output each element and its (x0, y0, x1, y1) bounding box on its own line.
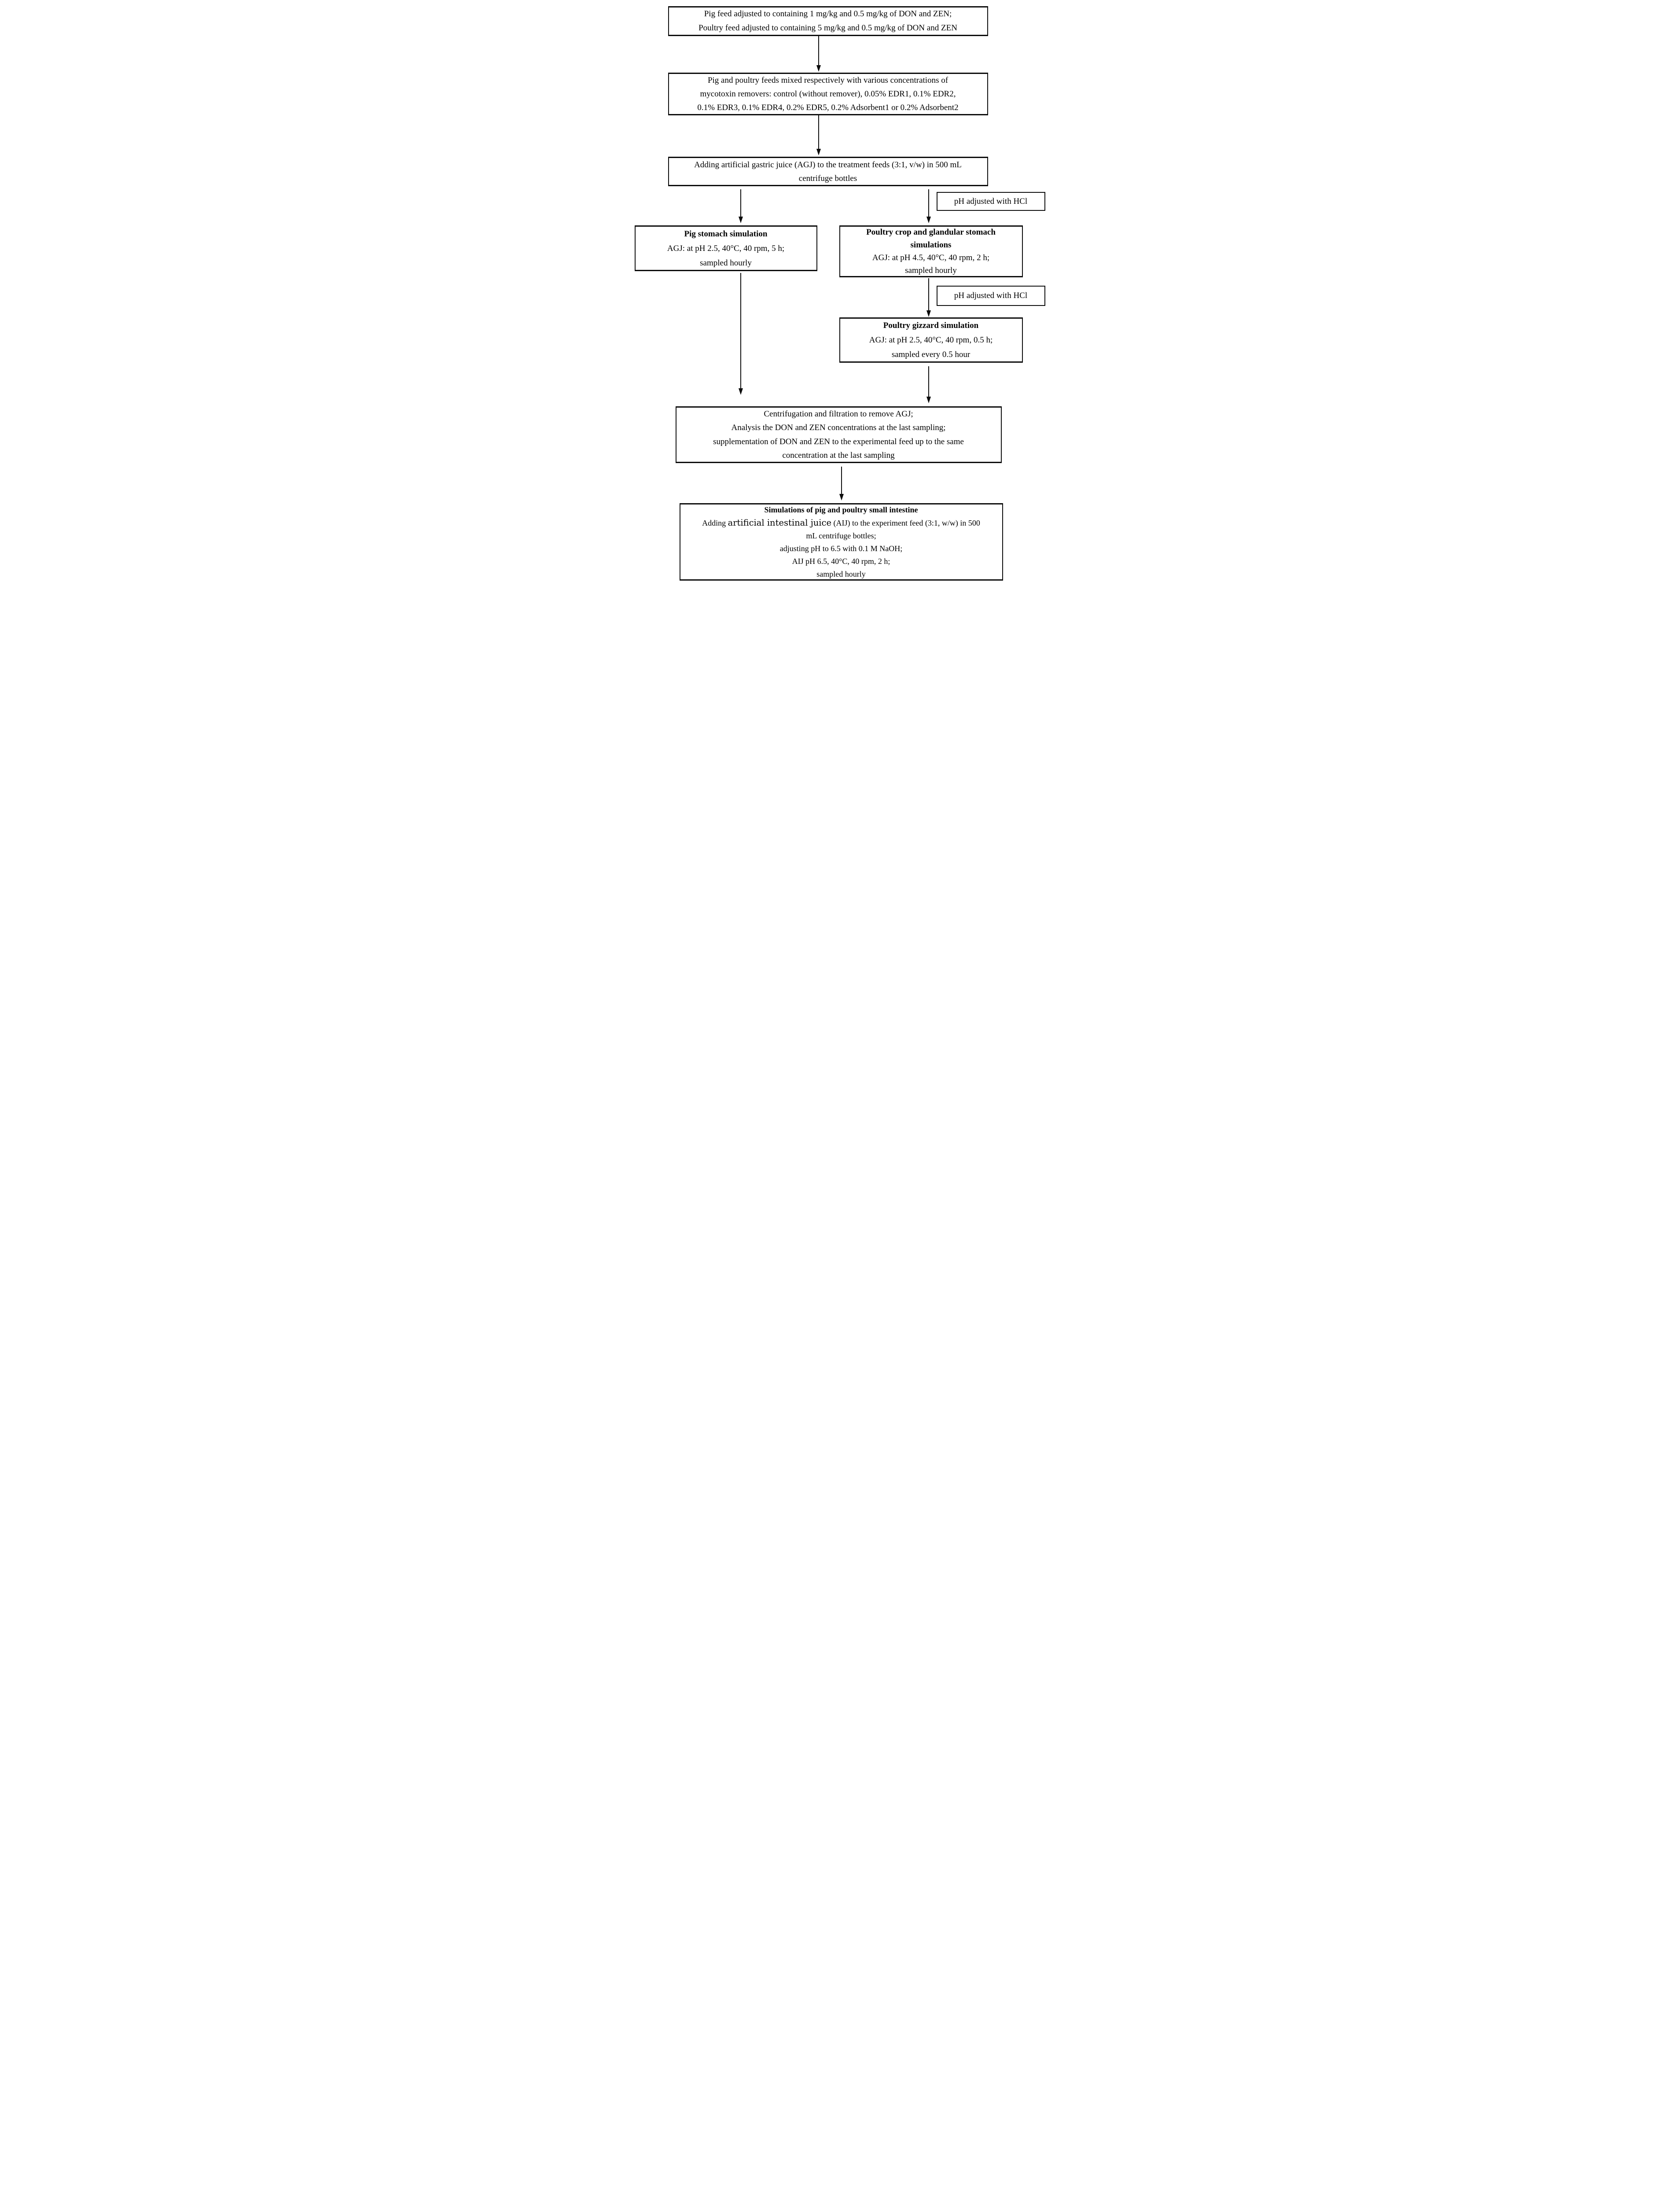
box-feed-adjustment: Pig feed adjusted to containing 1 mg/kg … (668, 6, 988, 36)
small-intestine-title: Simulations of pig and poultry small int… (764, 505, 918, 514)
box-poultry-crop-simulation: Poultry crop and glandular stomach simul… (839, 225, 1023, 277)
small-intestine-line-4: adjusting pH to 6.5 with 0.1 M NaOH; (779, 544, 903, 553)
centrifugation-line-4: concentration at the last sampling (782, 451, 895, 460)
small-intestine-line-2-prefix: Adding (702, 518, 728, 527)
arrow-agj-to-pig-stomach (740, 189, 741, 217)
arrow-gizzard-to-centrifugation (928, 366, 929, 397)
poultry-crop-title-line-2: simulations (910, 240, 952, 250)
poultry-crop-line-1: AGJ: at pH 4.5, 40°C, 40 rpm, 2 h; (872, 253, 990, 262)
small-intestine-line-5: AIJ pH 6.5, 40°C, 40 rpm, 2 h; (792, 556, 890, 566)
arrow-agj-to-poultry-crop (928, 189, 929, 217)
poultry-crop-title-line-1: Poultry crop and glandular stomach (866, 228, 996, 237)
box-poultry-gizzard-simulation: Poultry gizzard simulation AGJ: at pH 2.… (839, 317, 1023, 363)
box-small-intestine-simulation: Simulations of pig and poultry small int… (679, 503, 1003, 581)
agj-addition-line-2: centrifuge bottles (798, 173, 857, 183)
mixing-line-3: 0.1% EDR3, 0.1% EDR4, 0.2% EDR5, 0.2% Ad… (697, 103, 959, 112)
box-ph-adjusted-hcl-1: pH adjusted with HCl (936, 192, 1045, 211)
box-agj-addition: Adding artificial gastric juice (AGJ) to… (668, 157, 988, 186)
box-mycotoxin-remover-mixing: Pig and poultry feeds mixed respectively… (668, 73, 988, 115)
pig-stomach-line-2: sampled hourly (700, 258, 752, 268)
centrifugation-line-2: Analysis the DON and ZEN concentrations … (731, 423, 946, 432)
box-ph-adjusted-hcl-2: pH adjusted with HCl (936, 286, 1045, 306)
centrifugation-line-3: supplementation of DON and ZEN to the ex… (713, 437, 964, 446)
poultry-gizzard-line-2: sampled every 0.5 hour (891, 350, 971, 359)
box-pig-stomach-simulation: Pig stomach simulation AGJ: at pH 2.5, 4… (634, 225, 817, 271)
small-intestine-line-2: Adding artificial intestinal juice (AIJ)… (680, 516, 1002, 530)
small-intestine-line-3: mL centrifuge bottles; (806, 531, 876, 540)
ph-hcl-1-label: pH adjusted with HCl (954, 196, 1028, 206)
mixing-line-2: mycotoxin removers: control (without rem… (700, 89, 956, 99)
flowchart-canvas: Pig feed adjusted to containing 1 mg/kg … (630, 0, 1050, 584)
agj-addition-line-1: Adding artificial gastric juice (AGJ) to… (694, 160, 962, 169)
arrow-crop-to-gizzard (928, 278, 929, 310)
ph-hcl-2-label: pH adjusted with HCl (954, 291, 1028, 300)
feed-adjustment-line-2: Poultry feed adjusted to containing 5 mg… (698, 23, 957, 33)
pig-stomach-title: Pig stomach simulation (684, 229, 768, 239)
arrow-feed-to-mixing (818, 36, 819, 65)
mixing-line-1: Pig and poultry feeds mixed respectively… (707, 76, 948, 85)
box-centrifugation: Centrifugation and filtration to remove … (675, 406, 1002, 463)
poultry-gizzard-title: Poultry gizzard simulation (883, 321, 979, 330)
poultry-crop-line-2: sampled hourly (905, 266, 957, 275)
centrifugation-line-1: Centrifugation and filtration to remove … (764, 409, 913, 419)
small-intestine-line-6: sampled hourly (816, 569, 866, 578)
pig-stomach-line-1: AGJ: at pH 2.5, 40°C, 40 rpm, 5 h; (667, 243, 785, 253)
arrow-mixing-to-agj (818, 115, 819, 149)
arrow-centrifugation-to-intestine (841, 467, 842, 494)
feed-adjustment-line-1: Pig feed adjusted to containing 1 mg/kg … (704, 9, 952, 18)
poultry-gizzard-line-1: AGJ: at pH 2.5, 40°C, 40 rpm, 0.5 h; (869, 335, 993, 345)
arrow-pig-stomach-to-centrifugation (740, 273, 741, 388)
small-intestine-line-2-aij-phrase: artificial intestinal juice (728, 517, 831, 528)
small-intestine-line-2-suffix: (AIJ) to the experiment feed (3:1, w/w) … (831, 518, 980, 527)
